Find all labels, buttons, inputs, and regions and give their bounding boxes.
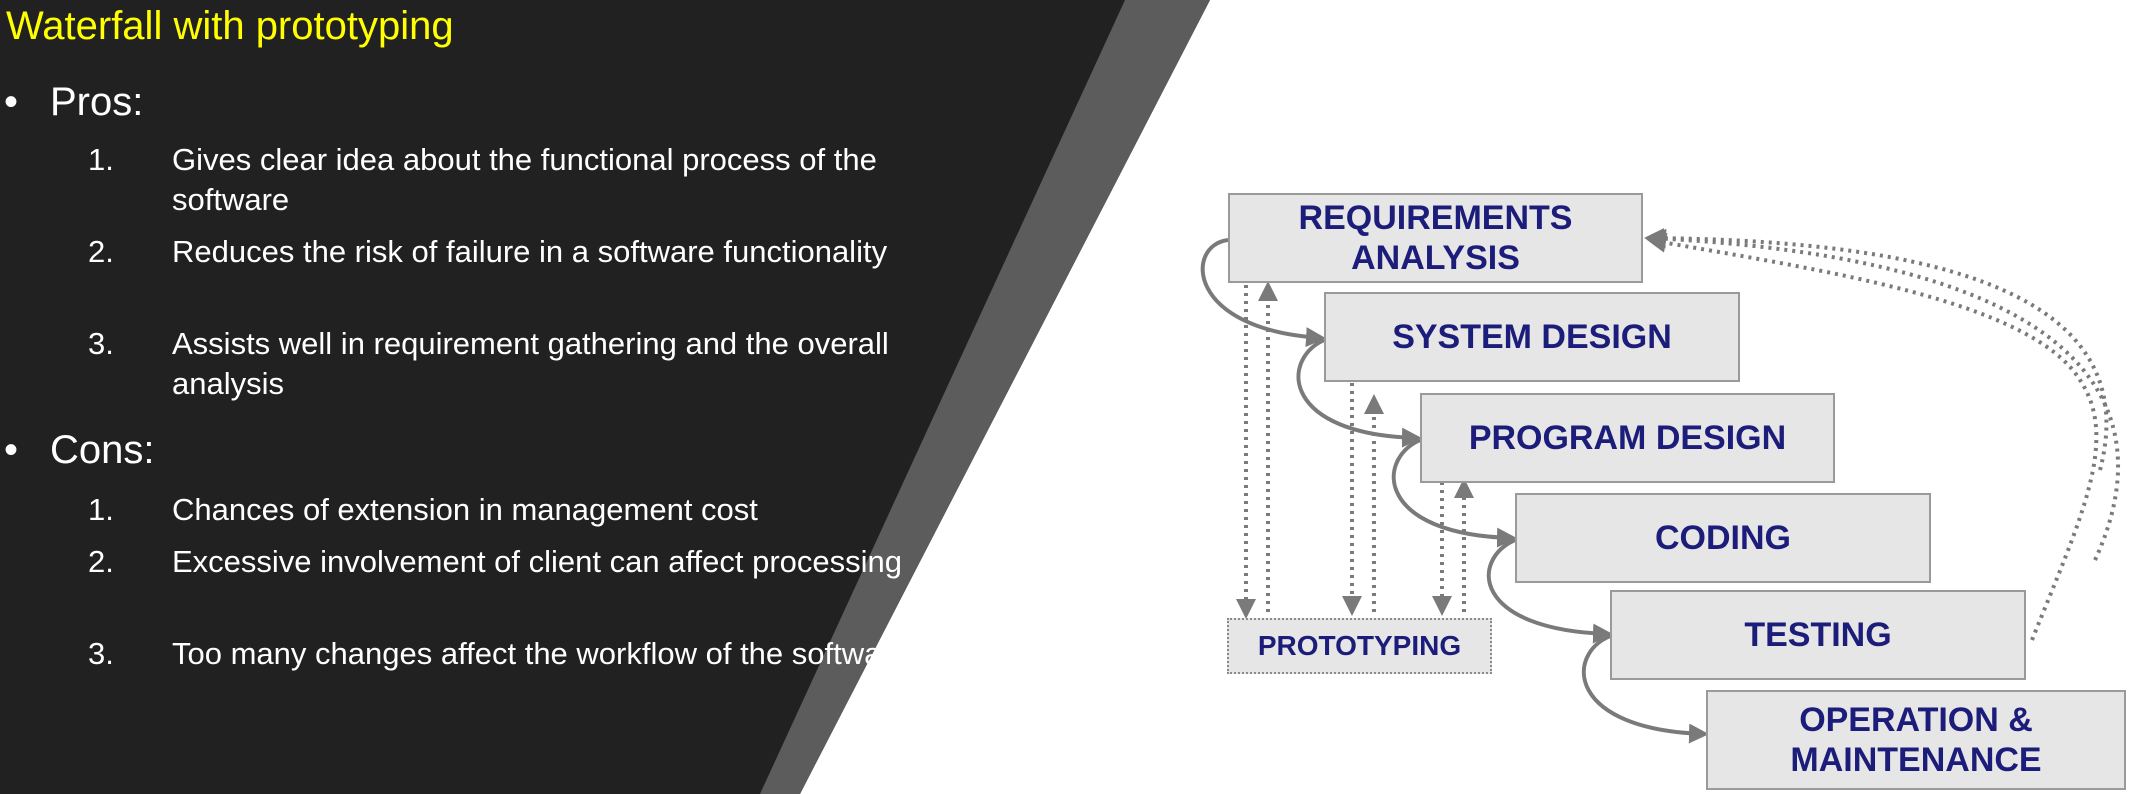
- flow-arrow: [1391, 438, 1517, 548]
- slide-title: Waterfall with prototyping: [6, 4, 454, 48]
- stage-requirements-analysis: REQUIREMENTS ANALYSIS: [1228, 193, 1643, 283]
- stage-system-design: SYSTEM DESIGN: [1324, 292, 1740, 382]
- item-text: Excessive involvement of client can affe…: [172, 544, 903, 579]
- item-number: 2.: [88, 234, 114, 269]
- cons-heading-label: Cons:: [50, 428, 155, 472]
- cons-heading: • Cons:: [0, 428, 155, 473]
- flow-arrow: [1581, 634, 1709, 744]
- item-number: 1.: [88, 142, 114, 177]
- flow-arrow: [1200, 238, 1326, 348]
- feedback-arrow: [1646, 232, 2099, 641]
- item-text: Assists well in requirement gathering an…: [172, 326, 889, 401]
- bullet-icon: •: [4, 80, 19, 124]
- stage-program-design: PROGRAM DESIGN: [1420, 393, 1835, 483]
- flow-arrow: [1486, 538, 1613, 644]
- diagonal-stripe: [760, 0, 1210, 794]
- item-number: 3.: [88, 636, 114, 671]
- item-text: Chances of extension in management cost: [172, 492, 758, 527]
- item-number: 3.: [88, 326, 114, 361]
- feedback-arrow: [1644, 228, 2109, 471]
- item-number: 1.: [88, 492, 114, 527]
- stage-testing: TESTING: [1610, 590, 2026, 680]
- stage-coding: CODING: [1515, 493, 1931, 583]
- stage-operation-maintenance: OPERATION & MAINTENANCE: [1706, 690, 2126, 790]
- item-number: 2.: [88, 544, 114, 579]
- dark-panel: [0, 0, 1210, 794]
- pros-heading-label: Pros:: [50, 80, 144, 124]
- prototyping-box: PROTOTYPING: [1227, 618, 1492, 674]
- item-text: Reduces the risk of failure in a softwar…: [172, 234, 888, 269]
- bullet-icon: •: [4, 428, 19, 472]
- pros-heading: • Pros:: [0, 80, 143, 125]
- feedback-arrow: [1646, 228, 2121, 561]
- item-text: Too many changes affect the workflow of …: [172, 636, 909, 671]
- item-text: Gives clear idea about the functional pr…: [172, 142, 877, 217]
